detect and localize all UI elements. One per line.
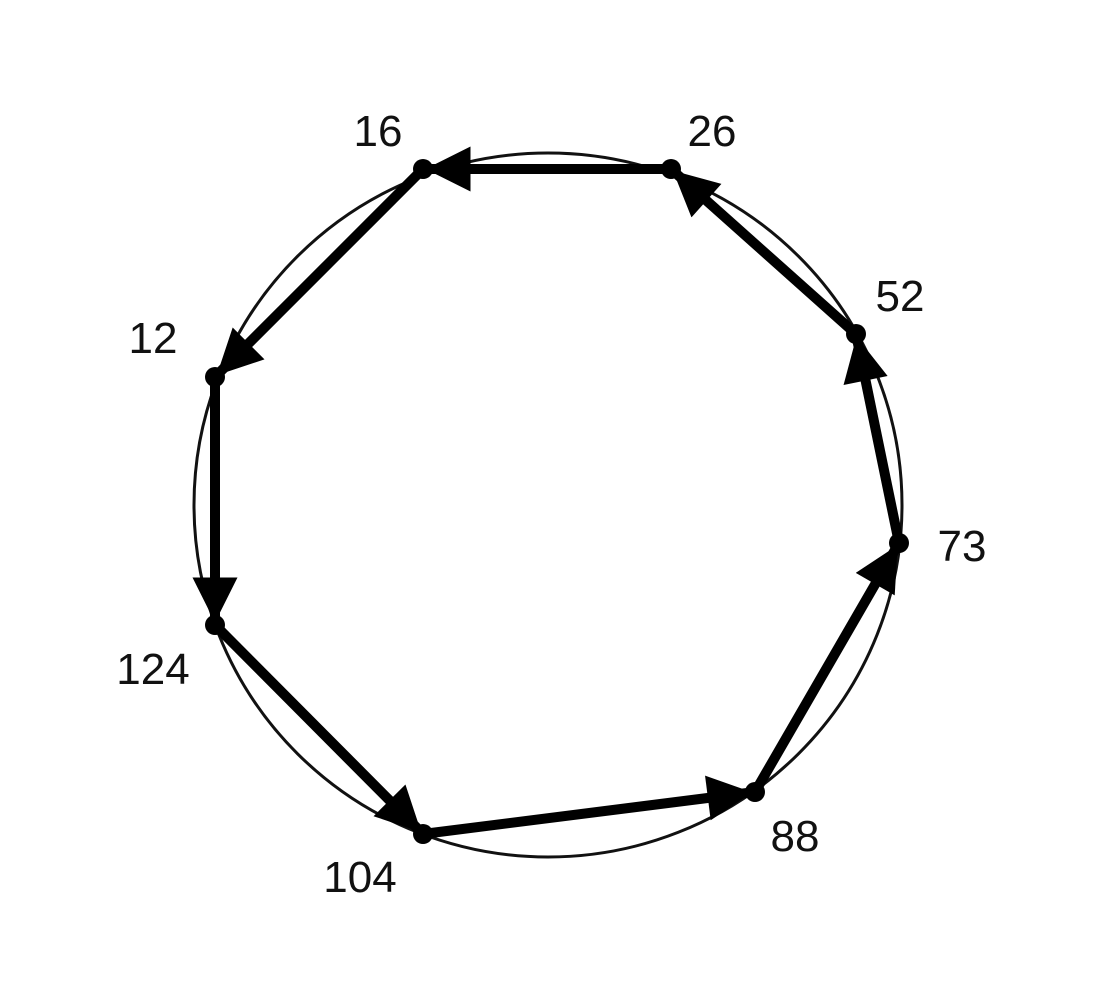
node-label-73: 73 — [938, 522, 987, 571]
edge-group — [192, 146, 903, 839]
node-label-12: 12 — [129, 314, 178, 363]
node-label-26: 26 — [688, 107, 737, 156]
edge-52-to-26 — [672, 169, 855, 334]
node-26 — [661, 159, 681, 179]
node-label-104: 104 — [323, 853, 396, 902]
node-73 — [889, 533, 909, 553]
edge-16-to-12 — [216, 170, 422, 376]
node-104 — [413, 824, 433, 844]
edge-104-to-88 — [429, 775, 753, 839]
node-label-16: 16 — [354, 107, 403, 156]
node-label-124: 124 — [116, 645, 189, 694]
node-group — [205, 159, 909, 844]
node-label-88: 88 — [771, 812, 820, 861]
edge-73-to-52 — [843, 336, 903, 538]
edge-124-to-104 — [216, 626, 422, 833]
edge-88-to-73 — [754, 545, 900, 789]
node-124 — [205, 615, 225, 635]
node-88 — [745, 782, 765, 802]
node-label-52: 52 — [876, 272, 925, 321]
node-16 — [413, 159, 433, 179]
outer-circle — [192, 151, 904, 859]
node-52 — [846, 324, 866, 344]
node-12 — [205, 367, 225, 387]
